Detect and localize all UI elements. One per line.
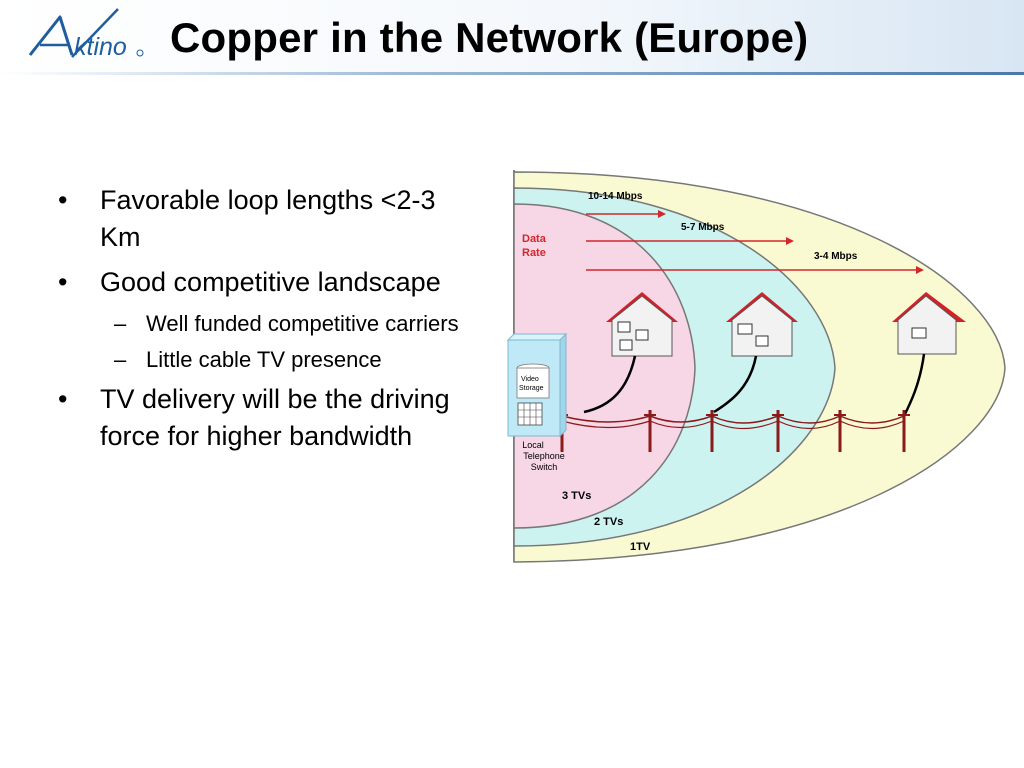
switch-label: Switch [531, 462, 558, 472]
zone-label: 1TV [630, 541, 651, 553]
slide-title: Copper in the Network (Europe) [170, 14, 809, 61]
svg-text:ktino: ktino [74, 33, 127, 61]
rate-arrowhead [916, 266, 924, 274]
bullet-item: TV delivery will be the driving force fo… [58, 381, 478, 455]
switch-label: Local [522, 440, 544, 450]
video-storage-label: Video [521, 376, 539, 383]
sub-bullet-item: Well funded competitive carriers [58, 309, 478, 339]
drop-cable [583, 355, 637, 414]
drop-cable [713, 355, 758, 414]
sub-bullet-item: Little cable TV presence [58, 345, 478, 375]
rate-label: 10-14 Mbps [588, 191, 643, 202]
drop-cable [902, 353, 926, 417]
zone-label: 2 TVs [594, 516, 623, 528]
aktino-logo: ktino [10, 5, 145, 67]
header-rule [0, 72, 1024, 75]
bullet-list: Favorable loop lengths <2-3 Km Good comp… [58, 182, 478, 463]
zone-label: 3 TVs [562, 490, 591, 502]
data-rate-label-line1: Data [522, 233, 547, 245]
rate-arrowhead [786, 237, 794, 245]
bullet-item: Favorable loop lengths <2-3 Km [58, 182, 478, 256]
rate-arrowhead [658, 210, 666, 218]
house-icon [726, 292, 798, 357]
data-rate-label-line2: Rate [522, 247, 546, 259]
rate-label: 5-7 Mbps [681, 222, 725, 233]
switch-label: Telephone [523, 451, 565, 461]
video-storage-label: Storage [519, 385, 544, 392]
header-band [0, 0, 1024, 74]
house-icon [606, 292, 678, 357]
network-diagram: Data Rate 10-14 Mbps 5-7 Mbps 3-4 Mbps [500, 168, 1012, 568]
house-icon [892, 292, 966, 355]
rate-label: 3-4 Mbps [814, 251, 858, 262]
bullet-item: Good competitive landscape [58, 264, 478, 301]
switch-building-icon [506, 332, 568, 438]
pole-line [556, 410, 910, 452]
